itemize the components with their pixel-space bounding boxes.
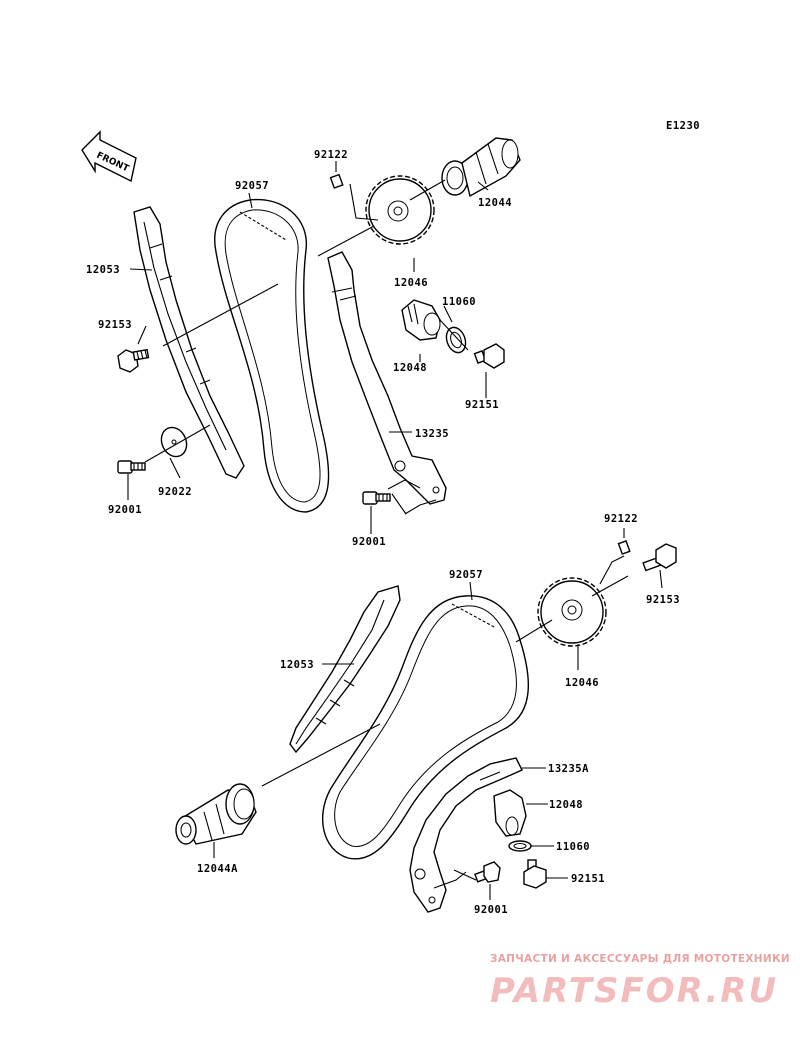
label-92122-lower: 92122 [604,513,638,525]
label-12046-upper: 12046 [394,277,428,289]
lower-chain-guide [289,585,401,754]
lower-camshaft [175,783,257,845]
label-12044-upper: 12044 [478,197,512,209]
label-92151-upper: 92151 [465,399,499,411]
front-arrow-icon: FRONT [81,130,137,183]
upper-cam-chain [214,198,330,513]
upper-guide-bolt [117,460,146,474]
lower-sprocket-bolt [642,543,677,572]
label-92153-lower: 92153 [646,594,680,606]
lower-leader-lines [213,528,663,900]
upper-camshaft [441,137,521,198]
label-92001-upper-right: 92001 [352,536,386,548]
label-92001-upper-left: 92001 [108,504,142,516]
upper-cam-sprocket [365,175,435,245]
label-12044A-lower: 12044A [197,863,238,875]
upper-part-labels: 92122 92057 12044 12053 12046 11060 9215… [86,149,512,548]
upper-tensioner-cap-bolt [473,343,505,369]
upper-sprocket-bolt [117,348,150,373]
upper-leader-lines [127,161,489,534]
label-92057-lower: 92057 [449,569,483,581]
label-12048-upper: 12048 [393,362,427,374]
upper-chain-tensioner [401,299,441,341]
label-92057-upper: 92057 [235,180,269,192]
lower-dowel-pin [617,540,631,555]
upper-dowel-pin [329,173,344,189]
lower-cam-sprocket [537,577,607,647]
lower-cam-chain [322,595,529,860]
upper-tensioner-bolt [362,491,391,505]
label-11060-upper: 11060 [442,296,476,308]
figure-code: E1230 [666,120,700,132]
label-12053-lower: 12053 [280,659,314,671]
label-92153-upper: 92153 [98,319,132,331]
label-92022-upper: 92022 [158,486,192,498]
label-92001-lower: 92001 [474,904,508,916]
label-12053-upper: 12053 [86,264,120,276]
upper-tensioner-guide [327,251,447,505]
label-13235-upper: 13235 [415,428,449,440]
label-92151-lower: 92151 [571,873,605,885]
lower-tensioner-cap-bolt [523,859,547,889]
watermark: ЗАПЧАСТИ И АКСЕССУАРЫ ДЛЯ МОТОТЕХНИКИ PA… [490,953,790,1011]
upper-guide-washer [160,426,188,458]
lower-tensioner-bolt [474,861,501,883]
lower-part-labels: 92122 92057 92153 12053 12046 13235A 120… [197,513,680,916]
label-11060-lower: 11060 [556,841,590,853]
label-92122-upper: 92122 [314,149,348,161]
lower-tensioner-guide [409,757,523,913]
watermark-subtitle: ЗАПЧАСТИ И АКСЕССУАРЫ ДЛЯ МОТОТЕХНИКИ [490,953,790,965]
label-13235A-lower: 13235A [548,763,589,775]
watermark-brand: PARTSFOR.RU [490,971,778,1011]
label-12046-lower: 12046 [565,677,599,689]
label-12048-lower: 12048 [549,799,583,811]
lower-chain-tensioner [493,789,527,837]
lower-tensioner-gasket [508,840,532,852]
upper-tensioner-gasket [445,326,467,354]
